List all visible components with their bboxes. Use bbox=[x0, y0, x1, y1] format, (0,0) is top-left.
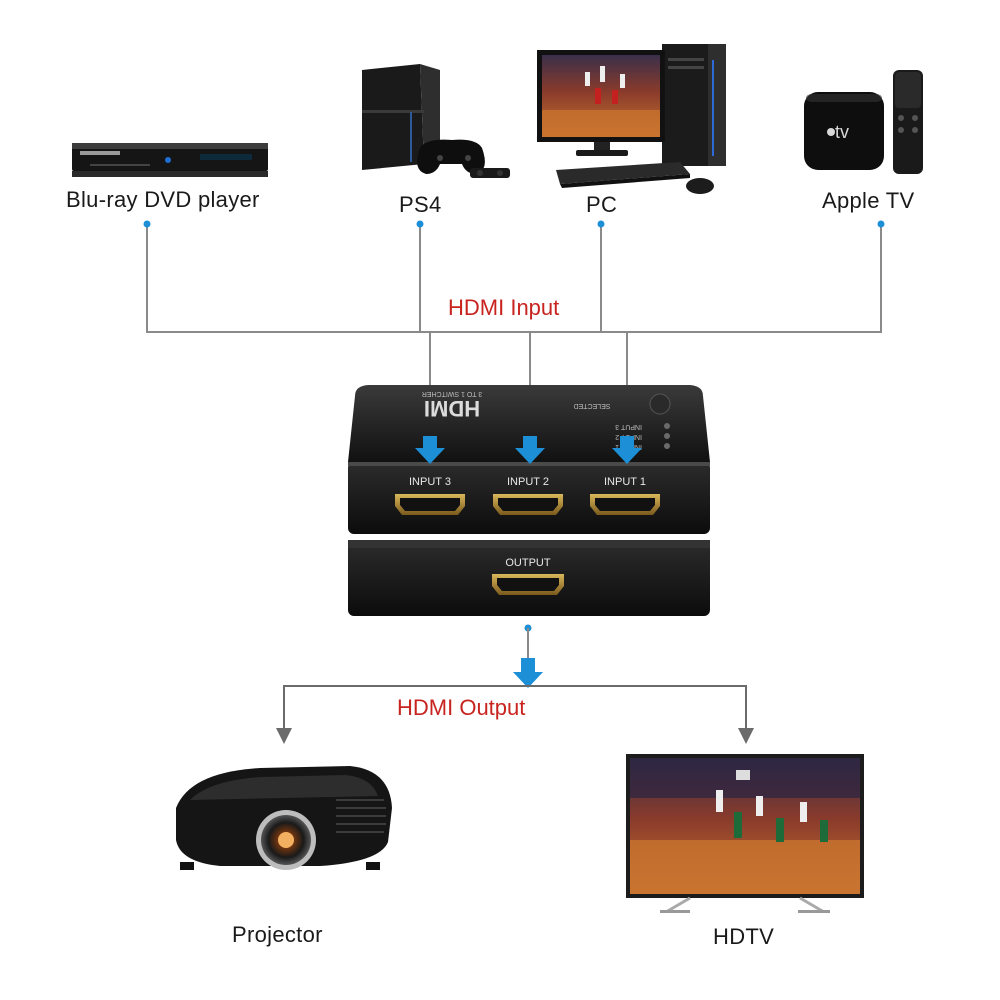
switcher-selected-text: SELECTED bbox=[574, 402, 611, 409]
input-arrows bbox=[415, 436, 642, 464]
input-arrow-3 bbox=[415, 436, 445, 464]
input-connector-dots bbox=[143, 220, 885, 228]
projector-icon bbox=[176, 766, 392, 870]
device-label-projector: Projector bbox=[232, 922, 323, 947]
port-label-output: OUTPUT bbox=[505, 557, 551, 569]
output-arrow bbox=[513, 658, 543, 688]
hdmi-output-label: HDMI Output bbox=[397, 695, 526, 720]
switcher-model-text: 3 TO 1 SWITCHER bbox=[422, 390, 482, 397]
ps4-console-icon bbox=[362, 64, 510, 178]
device-label-pc: PC bbox=[586, 192, 618, 217]
hdmi-input-label: HDMI Input bbox=[448, 295, 560, 320]
output-connector-lines bbox=[276, 624, 754, 744]
switcher-brand-text: HDMI bbox=[424, 396, 480, 421]
device-label-bluray: Blu-ray DVD player bbox=[66, 187, 260, 212]
hdmi-input-port-2[interactable]: INPUT 2 bbox=[493, 476, 563, 515]
pc-computer-icon bbox=[537, 44, 726, 194]
hdtv-icon bbox=[626, 754, 864, 914]
apple-tv-logo: tv bbox=[835, 122, 849, 142]
select-button[interactable] bbox=[649, 393, 671, 415]
hdmi-input-port-1[interactable]: INPUT 1 bbox=[590, 476, 660, 515]
hdmi-input-port-3[interactable]: INPUT 3 bbox=[395, 476, 465, 515]
device-label-ps4: PS4 bbox=[399, 192, 442, 217]
led-label-3: INPUT 3 bbox=[615, 423, 642, 430]
port-label-input-1: INPUT 1 bbox=[604, 476, 646, 488]
input-arrow-2 bbox=[515, 436, 545, 464]
hdmi-output-port[interactable]: OUTPUT bbox=[492, 557, 564, 595]
hdmi-switcher-device: 3 TO 1 SWITCHER HDMI SELECTED INPUT 3 IN… bbox=[348, 385, 710, 616]
input-arrow-1 bbox=[612, 436, 642, 464]
bluray-player-icon bbox=[72, 143, 268, 177]
device-label-apple-tv: Apple TV bbox=[822, 188, 915, 213]
device-label-hdtv: HDTV bbox=[713, 924, 775, 949]
port-label-input-3: INPUT 3 bbox=[409, 476, 451, 488]
port-label-input-2: INPUT 2 bbox=[507, 476, 549, 488]
apple-tv-icon: tv bbox=[804, 70, 923, 174]
